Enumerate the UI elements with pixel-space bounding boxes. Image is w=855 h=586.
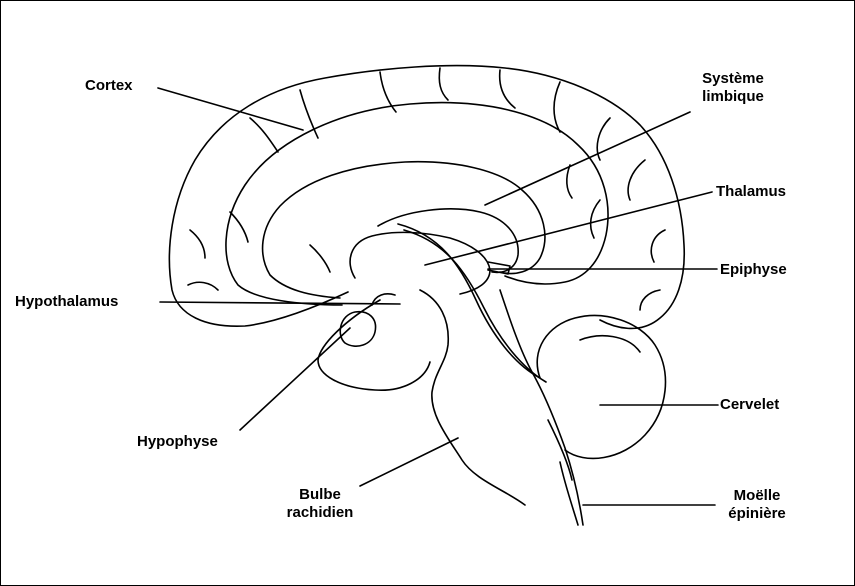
label-moelle-epiniere: Moëlle épinière [712,487,802,523]
label-bulbe-line2: rachidien [270,504,370,522]
cerebellum-fold [580,336,640,352]
label-bulbe-line1: Bulbe [270,486,370,504]
label-hypophyse: Hypophyse [137,433,218,451]
label-thalamus: Thalamus [716,183,786,201]
label-systeme-limbique-line1: Système [688,70,778,88]
label-moelle-line2: épinière [712,505,802,523]
label-systeme-limbique: Système limbique [688,70,778,106]
leader-lines [158,88,718,505]
pons-outline [318,300,430,390]
brainstem-right [500,290,583,525]
label-systeme-limbique-line2: limbique [688,88,778,106]
label-epiphyse: Epiphyse [720,261,787,279]
spinal-cord-right [548,420,572,480]
label-bulbe-rachidien: Bulbe rachidien [270,486,370,522]
label-cervelet: Cervelet [720,396,779,414]
hypophyse-shape [340,312,375,346]
brainstem-left [420,290,525,505]
label-cortex: Cortex [85,77,133,95]
label-moelle-line1: Moëlle [712,487,802,505]
label-hypothalamus: Hypothalamus [15,293,118,311]
